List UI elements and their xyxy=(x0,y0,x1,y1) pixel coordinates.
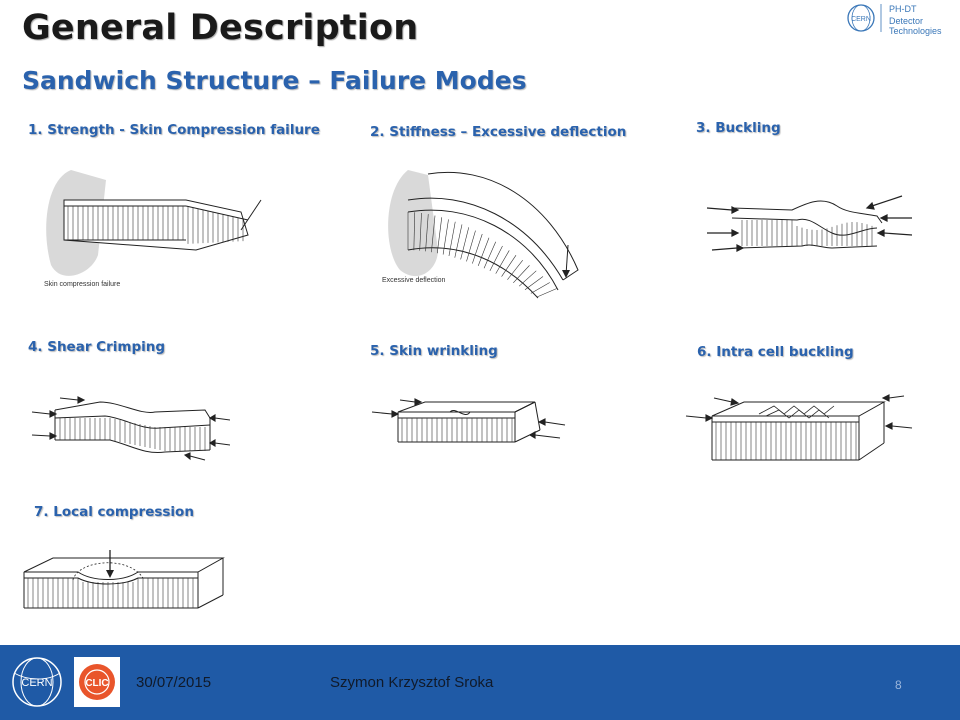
footer-date: 30/07/2015 xyxy=(136,674,212,691)
cern-emblem-icon: CERN xyxy=(847,4,882,32)
figure-local-compression xyxy=(23,550,225,609)
caption-excessive-deflection: 2. Stiffness – Excessive deflection xyxy=(370,124,627,140)
figure-skin-compression: Skin compression failure xyxy=(44,170,262,288)
cern-emblem-text: CERN xyxy=(851,16,871,23)
slide-title: General Description xyxy=(22,8,419,48)
figure-excessive-deflection: Excessive deflection xyxy=(382,170,579,299)
caption-buckling: 3. Buckling xyxy=(696,120,781,136)
caption-skin-wrinkling: 5. Skin wrinkling xyxy=(370,343,498,359)
caption-shear-crimping: 4. Shear Crimping xyxy=(28,339,166,355)
cern-logo-text: CERN xyxy=(21,677,52,689)
figure-skin-wrinkling xyxy=(371,398,566,443)
page-number: 8 xyxy=(895,678,902,692)
detector-technologies-label: Detector Technologies xyxy=(889,16,942,36)
slide-subtitle: Sandwich Structure – Failure Modes xyxy=(22,66,527,95)
cern-logo-icon: CERN xyxy=(12,657,62,707)
caption-local-compression: 7. Local compression xyxy=(34,504,194,520)
clic-logo: CLIC xyxy=(74,657,120,707)
clic-logo-text: CLIC xyxy=(85,678,108,689)
figure-shear-crimping xyxy=(31,396,230,461)
caption-intra-cell-buckling: 6. Intra cell buckling xyxy=(697,344,854,360)
caption-skin-compression: 1. Strength - Skin Compression failure xyxy=(28,122,320,138)
clic-logo-icon: CLIC xyxy=(79,664,115,700)
ph-dt-label: PH-DT xyxy=(889,4,917,14)
figure-intra-cell-buckling xyxy=(685,394,913,461)
figure-buckling xyxy=(706,195,912,252)
ph-dt-logo: CERN PH-DT Detector Technologies xyxy=(843,0,960,36)
figure-label-skin-compression: Skin compression failure xyxy=(44,281,120,288)
footer-bar: CERN CLIC 30/07/2015 Szymon Krzysztof Sr… xyxy=(0,645,960,720)
footer-author: Szymon Krzysztof Sroka xyxy=(330,674,494,691)
figure-label-excessive-deflection: Excessive deflection xyxy=(382,277,446,284)
